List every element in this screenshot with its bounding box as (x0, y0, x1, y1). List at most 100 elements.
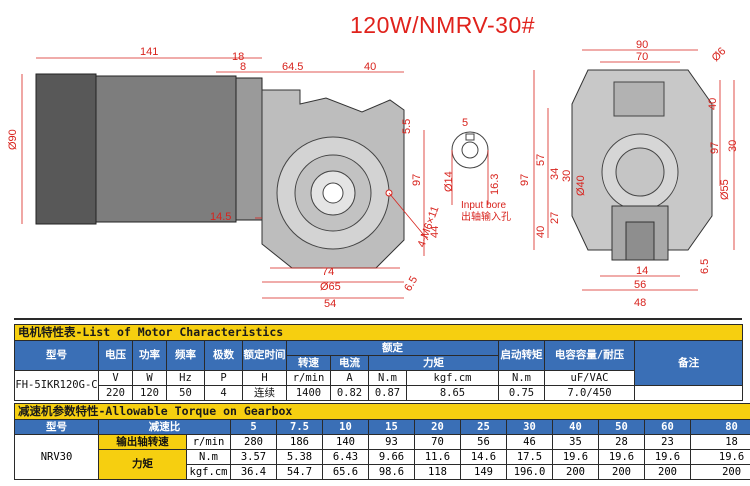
hdr-power: 功率 (132, 340, 167, 371)
r2c1: 54.7 (276, 464, 323, 480)
r1c10: 19.6 (689, 449, 750, 465)
dim-18: 18 (232, 51, 244, 63)
r-dim-40: 40 (707, 98, 719, 110)
ratio-60: 60 (644, 419, 691, 435)
hdr-torque: 力矩 (368, 355, 499, 371)
hdr-current: 电流 (330, 355, 369, 371)
unit-p: P (204, 370, 243, 386)
ratio-40: 40 (552, 419, 599, 435)
r1c1: 5.38 (276, 449, 323, 465)
gear-table-title: 减速机参数特性-Allowable Torque on Gearbox (13, 403, 750, 420)
bore-label-cn: 出轴输入孔 (461, 210, 511, 223)
ratio-20: 20 (414, 419, 461, 435)
r1c6: 17.5 (506, 449, 553, 465)
dim-dia-90: Ø90 (7, 129, 19, 150)
r1c4: 11.6 (414, 449, 461, 465)
unit-cap: uF/VAC (544, 370, 635, 386)
label-out-speed: 输出轴转速 (98, 434, 187, 450)
val-start-nm: 0.75 (498, 385, 545, 401)
r-dim-34: 34 (549, 168, 561, 180)
unit-row-0: r/min (186, 434, 231, 450)
val-poles: 4 (204, 385, 243, 401)
motor-fins (35, 73, 97, 225)
hdr-note: 备注 (633, 340, 744, 386)
section-divider (14, 318, 742, 320)
dim-54: 54 (324, 298, 336, 310)
val-note (633, 385, 744, 401)
motor-characteristics-table: 电机特性表-List of Motor Characteristics 型号 电… (13, 324, 744, 401)
r0c1: 186 (276, 434, 323, 450)
val-voltage: 220 (98, 385, 133, 401)
r-dim-97: 97 (519, 174, 531, 186)
gear-model: NRV30 (14, 434, 99, 480)
drawing-title: 120W/NMRV-30# (350, 12, 536, 38)
hdr-rated: 额定 (286, 340, 499, 356)
bore-16-3: 16.3 (489, 174, 501, 195)
r2c7: 200 (552, 464, 599, 480)
gear-hdr-model: 型号 (14, 419, 99, 435)
r-dim-dia-55: Ø55 (719, 179, 731, 200)
r-dim-30a: 30 (727, 140, 739, 152)
r2c0: 36.4 (230, 464, 277, 480)
r1c5: 14.6 (460, 449, 507, 465)
r0c0: 280 (230, 434, 277, 450)
r-dim-40b: 40 (535, 226, 547, 238)
motor-model: FH-5IKR120G-C (14, 370, 99, 401)
bore-label-en: Input bore (461, 200, 506, 211)
val-torque-nm: 0.87 (368, 385, 407, 401)
val-freq: 50 (166, 385, 205, 401)
dim-44: 44 (429, 226, 441, 238)
r-dim-30b: 30 (561, 170, 573, 182)
dim-dia-65: Ø65 (320, 281, 341, 293)
gear-hdr-ratio: 减速比 (98, 419, 231, 435)
unit-v: V (98, 370, 133, 386)
dimension-drawing: 120W/NMRV-30# 141 (7, 12, 739, 310)
r-dim-48: 48 (634, 297, 646, 309)
dim-64-5: 64.5 (282, 61, 303, 73)
r-dim-6-5: 6.5 (699, 259, 711, 274)
hdr-rated-time: 额定时间 (242, 340, 287, 371)
unit-nm: N.m (368, 370, 407, 386)
r0c4: 70 (414, 434, 461, 450)
dim-74: 74 (322, 266, 334, 278)
val-current: 0.82 (330, 385, 369, 401)
hdr-poles: 极数 (204, 340, 243, 371)
ratio-80: 80 (689, 419, 750, 435)
r0c7: 35 (552, 434, 599, 450)
motor-table-title: 电机特性表-List of Motor Characteristics (13, 324, 744, 341)
val-power: 120 (132, 385, 167, 401)
right-view: 90 70 Ø6 40 30 97 57 34 Ø55 30 Ø40 27 40… (519, 39, 739, 309)
r1c2: 6.43 (322, 449, 369, 465)
unit-row-1: N.m (186, 449, 231, 465)
dim-8: 8 (240, 61, 246, 73)
motor-flange (235, 77, 263, 221)
r-dim-27: 27 (549, 212, 561, 224)
ratio-10: 10 (322, 419, 369, 435)
dim-141: 141 (140, 46, 158, 58)
r0c5: 56 (460, 434, 507, 450)
r-dim-dia-6: Ø6 (710, 45, 729, 64)
unit-start-nm: N.m (498, 370, 545, 386)
drawing-svg: 141 18 8 64.5 40 Ø90 5.5 97 44 14.5 4-M6… (7, 39, 739, 310)
val-speed: 1400 (286, 385, 331, 401)
unit-w: W (132, 370, 167, 386)
hdr-speed: 转速 (286, 355, 331, 371)
r-dim-57: 57 (535, 154, 547, 166)
label-torque: 力矩 (98, 449, 187, 480)
r2c6: 196.0 (506, 464, 553, 480)
r1c7: 19.6 (552, 449, 599, 465)
r0c10: 18 (689, 434, 750, 450)
r-dim-14: 14 (636, 265, 648, 277)
ratio-50: 50 (598, 419, 645, 435)
r2c5: 149 (460, 464, 507, 480)
r0c2: 140 (322, 434, 369, 450)
bore-view: Ø14 16.3 5 Input bore 出轴输入孔 (443, 117, 511, 223)
ratio-7-5: 7.5 (276, 419, 323, 435)
unit-hz: Hz (166, 370, 205, 386)
gearbox-torque-table: 减速机参数特性-Allowable Torque on Gearbox 型号 减… (13, 403, 750, 480)
r0c9: 23 (644, 434, 691, 450)
hdr-model: 型号 (14, 340, 99, 371)
ratio-5: 5 (230, 419, 277, 435)
dim-97: 97 (411, 174, 423, 186)
unit-h: H (242, 370, 287, 386)
